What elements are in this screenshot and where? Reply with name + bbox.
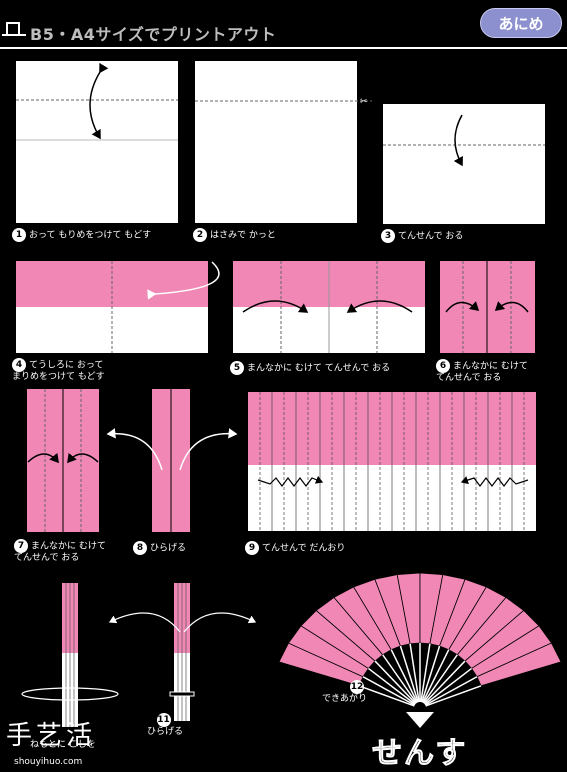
fan-rib: [382, 654, 418, 704]
step7-number: 7: [14, 539, 28, 553]
step1-text: おって もりめをつけて もどす: [29, 230, 152, 241]
step7-text: まんなかに むけて てんせんで おる: [14, 541, 106, 564]
fan-handle: [406, 712, 434, 728]
fan-rib: [422, 654, 458, 704]
final-title: せんす: [371, 736, 468, 772]
step8-paper: [106, 389, 238, 532]
step12-text: できあがり: [322, 694, 368, 704]
step4-number: 4: [12, 358, 26, 372]
fan-rib: [425, 685, 482, 707]
step10-text: ねもとに こしを: [30, 740, 96, 750]
step1-paper: [16, 61, 178, 223]
step3-number: 3: [381, 229, 395, 243]
step6-number: 6: [436, 359, 450, 373]
step2-number: 2: [193, 228, 207, 242]
step9-text: てんせんで だんおり: [262, 543, 346, 554]
step1-number: 1: [12, 228, 26, 242]
step2-text: はさみで かっと: [210, 230, 276, 241]
step6-text: まんなかに むけて てんせんで おる: [436, 361, 528, 384]
step4-text: てうしろに おって まりめをつけて もどす: [12, 360, 105, 383]
fan-rib: [358, 685, 415, 707]
fan-rib: [424, 667, 473, 705]
header-divider: [0, 47, 567, 49]
brand-logo: 手艺活: [6, 721, 97, 751]
fan-rib: [367, 667, 416, 705]
page-title: B5・A4サイズでプリントアウト: [30, 25, 277, 44]
step8-text: ひらげる: [150, 543, 187, 554]
fan-rib: [423, 660, 466, 705]
step5-paper: [233, 261, 425, 353]
step10-stick: [21, 583, 119, 727]
finished-fan: [278, 572, 562, 728]
step3-text: てんせんで おる: [398, 231, 464, 242]
step3-paper: [383, 104, 545, 224]
fan-pleat: [476, 642, 562, 687]
step11-number: 11: [156, 713, 171, 727]
fan-rib: [420, 643, 431, 703]
step8-number: 8: [133, 541, 147, 555]
fan-rib: [362, 676, 416, 706]
step9-paper: [248, 392, 536, 531]
fan-rib: [374, 660, 417, 705]
step7-paper: [27, 389, 99, 532]
step5-text: まんなかに むけて てんせんで おる: [247, 363, 391, 374]
step4-paper: [16, 261, 220, 353]
fan-rib: [390, 649, 419, 703]
header: B5・A4サイズでプリントアウト: [0, 0, 567, 50]
step9-number: 9: [245, 541, 259, 555]
fan-rib: [421, 645, 441, 703]
step11-text: ひらげる: [147, 727, 184, 737]
fan-rib: [424, 676, 478, 706]
fan-rib: [399, 645, 419, 703]
step5-number: 5: [230, 361, 244, 375]
fan-rib: [409, 643, 420, 703]
brand-url[interactable]: shouyihuo.com: [14, 757, 83, 767]
step6-paper: [440, 261, 535, 353]
step11-stick: [108, 583, 257, 721]
svg-text:✂: ✂: [360, 97, 368, 107]
fan-rib: [421, 649, 450, 703]
step12-number: 12: [350, 680, 364, 694]
printer-icon: [2, 22, 26, 36]
step10-label: ねもとに こしを: [30, 740, 96, 751]
anime-button[interactable]: あにめ: [480, 8, 562, 38]
step2-paper: ✂: [195, 61, 372, 223]
